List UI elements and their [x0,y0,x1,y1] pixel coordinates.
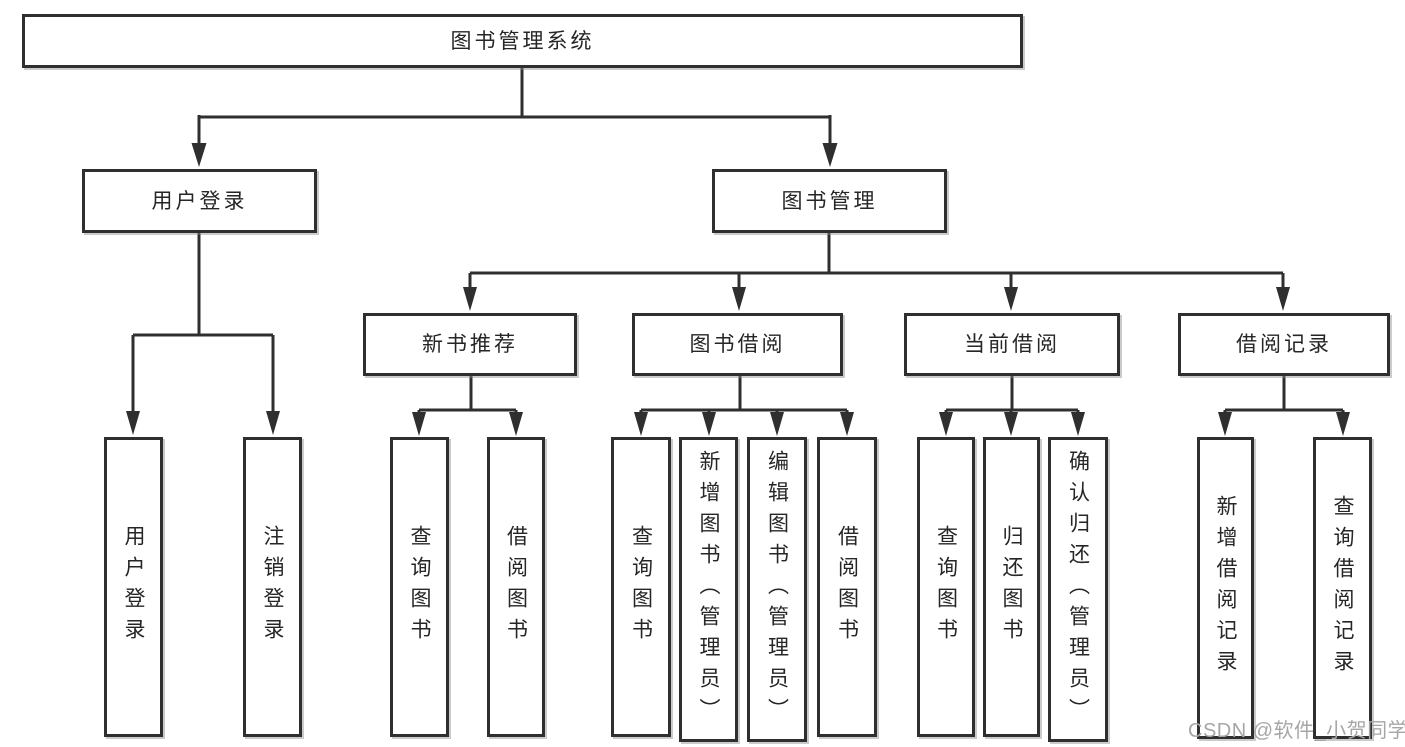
arrowhead [191,143,207,167]
arrowhead [732,287,746,311]
leaf-confirm-return-admin-label: 确认归还（管理员） [1066,450,1090,729]
leaf-return-books: 归还图书 [983,437,1040,737]
arrowhead [1004,412,1018,436]
leaf-query-books-current: 查询图书 [917,437,975,737]
leaf-return-books-label: 归还图书 [1000,525,1023,649]
arrowhead [702,412,716,436]
node-book-management: 图书管理 [712,169,947,233]
leaf-query-books-recommend-label: 查询图书 [408,525,431,649]
arrowheads [126,143,1350,436]
arrowhead [412,412,426,436]
arrowhead [1336,412,1350,436]
leaf-borrow-books-borrowing: 借阅图书 [817,437,877,737]
arrowhead [1276,287,1290,311]
node-root-label: 图书管理系统 [450,29,595,53]
leaf-edit-books-admin: 编辑图书（管理员） [747,437,807,742]
arrowhead [770,412,784,436]
csdn-watermark: CSDN @软件_小贺同学 [1188,720,1405,742]
leaf-borrow-books-recommend: 借阅图书 [487,437,545,737]
leaf-add-books-admin-label: 新增图书（管理员） [697,450,720,729]
arrowhead [463,287,477,311]
node-new-book-recommend-label: 新书推荐 [422,333,518,356]
node-new-book-recommend: 新书推荐 [363,313,577,376]
node-book-borrowing-label: 图书借阅 [689,333,786,356]
node-current-borrowing-label: 当前借阅 [964,333,1060,356]
leaf-query-borrow-record-label: 查询借阅记录 [1331,495,1354,681]
node-current-borrowing: 当前借阅 [904,313,1120,376]
arrowhead [266,411,280,435]
arrowhead [1071,412,1085,436]
arrowhead [509,412,523,436]
arrowhead [840,412,854,436]
leaf-borrow-books-recommend-label: 借阅图书 [504,525,528,649]
node-user-login-label: 用户登录 [151,189,248,213]
leaf-logout: 注销登录 [243,437,302,737]
leaf-edit-books-admin-label: 编辑图书（管理员） [765,450,789,729]
arrowhead [126,411,140,435]
leaf-query-books-recommend: 查询图书 [390,437,449,737]
arrowhead [939,412,953,436]
arrowhead [1218,412,1232,436]
node-borrowing-records-label: 借阅记录 [1236,333,1332,356]
node-user-login: 用户登录 [82,169,317,233]
arrowhead [1004,287,1018,311]
leaf-confirm-return-admin: 确认归还（管理员） [1048,437,1108,742]
leaf-add-borrow-record: 新增借阅记录 [1197,437,1254,739]
leaf-user-login: 用户登录 [104,437,163,737]
leaf-query-books-borrowing: 查询图书 [611,437,671,737]
leaf-query-books-borrowing-label: 查询图书 [629,525,653,649]
leaf-add-books-admin: 新增图书（管理员） [679,437,738,742]
node-book-borrowing: 图书借阅 [632,313,843,376]
leaf-add-borrow-record-label: 新增借阅记录 [1214,495,1237,681]
leaf-borrow-books-borrowing-label: 借阅图书 [835,525,859,649]
leaf-logout-label: 注销登录 [261,525,284,649]
leaf-query-borrow-record: 查询借阅记录 [1313,437,1372,739]
node-book-management-label: 图书管理 [781,189,878,213]
leaf-query-books-current-label: 查询图书 [934,525,958,649]
node-borrowing-records: 借阅记录 [1178,313,1390,376]
node-root: 图书管理系统 [22,14,1023,68]
arrowhead [822,143,838,167]
arrowhead [634,412,648,436]
leaf-user-login-label: 用户登录 [122,525,145,649]
